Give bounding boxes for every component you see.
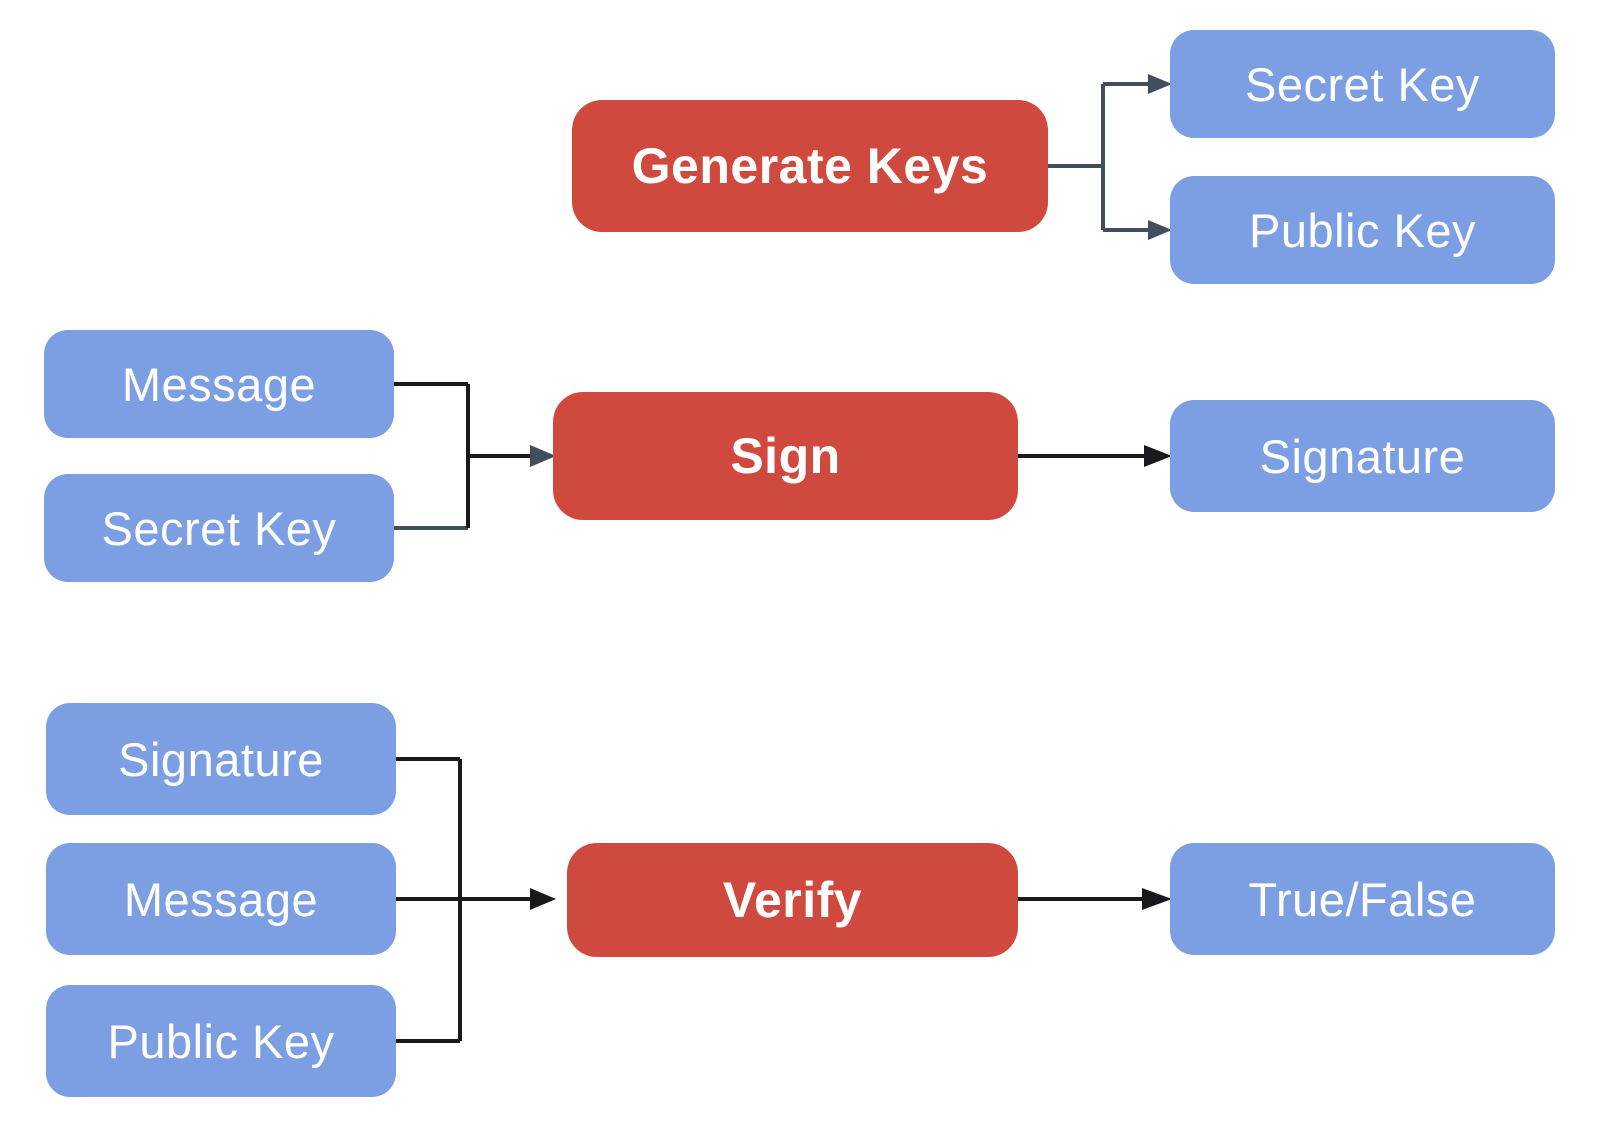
- node-public-key-verify-input-label: Public Key: [107, 1014, 335, 1068]
- node-verify-label: Verify: [722, 872, 863, 928]
- node-public-key-output: Public Key: [1170, 176, 1555, 284]
- node-message-verify-input: Message: [46, 843, 396, 955]
- arrowhead-to-sign: [530, 445, 556, 467]
- edge-generate-keys-to-keys: [1048, 74, 1172, 240]
- node-secret-key-sign-input: Secret Key: [44, 474, 394, 582]
- arrowhead-to-secret-key: [1148, 74, 1172, 94]
- node-secret-key-sign-input-label: Secret Key: [101, 501, 337, 555]
- arrowhead-to-public-key: [1148, 220, 1172, 240]
- node-signature-verify-input: Signature: [46, 703, 396, 815]
- node-true-false-label: True/False: [1248, 872, 1477, 926]
- node-signature-output-label: Signature: [1259, 429, 1466, 483]
- arrowhead-to-signature: [1144, 445, 1172, 467]
- edge-verify-to-truefalse: [1018, 888, 1172, 910]
- arrowhead-to-truefalse: [1142, 888, 1172, 910]
- node-message-sign-input-label: Message: [121, 357, 317, 411]
- node-message-sign-input: Message: [44, 330, 394, 438]
- node-signature-verify-input-label: Signature: [118, 732, 324, 786]
- node-generate-keys: Generate Keys: [572, 100, 1048, 232]
- node-public-key-output-label: Public Key: [1248, 203, 1477, 257]
- node-sign: Sign: [553, 392, 1018, 520]
- arrowhead-to-verify: [530, 888, 556, 910]
- node-generate-keys-label: Generate Keys: [631, 138, 989, 194]
- edge-sign-to-signature: [1018, 445, 1172, 467]
- node-public-key-verify-input: Public Key: [46, 985, 396, 1097]
- node-secret-key-output-label: Secret Key: [1245, 57, 1480, 111]
- node-sign-label: Sign: [730, 428, 841, 484]
- node-message-verify-input-label: Message: [123, 872, 319, 926]
- node-secret-key-output: Secret Key: [1170, 30, 1555, 138]
- node-true-false: True/False: [1170, 843, 1555, 955]
- node-verify: Verify: [567, 843, 1018, 957]
- edge-inputs-to-verify: [396, 757, 556, 1043]
- node-signature-output: Signature: [1170, 400, 1555, 512]
- edge-inputs-to-sign: [394, 382, 556, 530]
